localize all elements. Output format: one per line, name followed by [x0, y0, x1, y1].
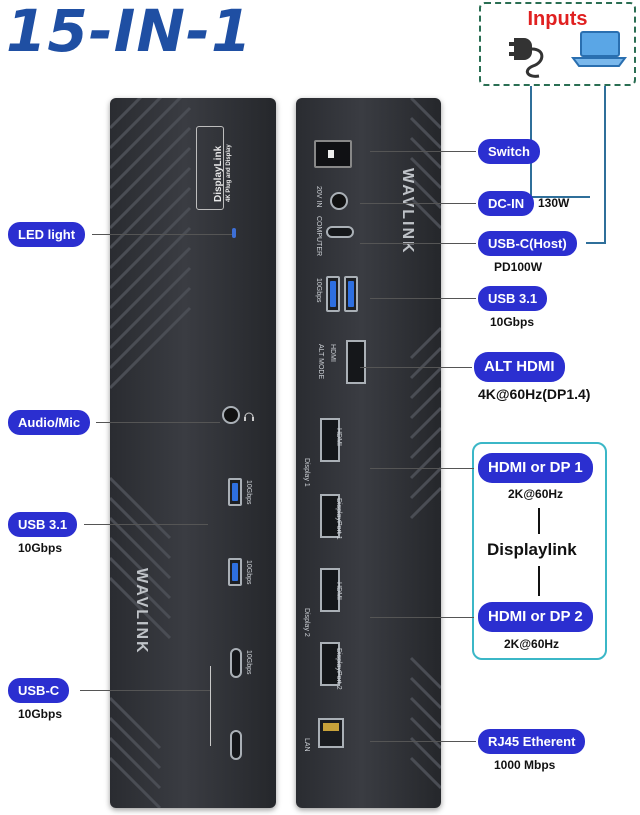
usb-c-host-line	[360, 243, 476, 244]
headset-icon	[244, 412, 254, 421]
hdmi-dp1-resolution: 2K@60Hz	[508, 487, 564, 501]
usb-c-front-line	[80, 690, 210, 691]
displayport-1[interactable]	[320, 494, 340, 538]
alt-hdmi-port[interactable]	[346, 340, 366, 384]
usb-c-host-port[interactable]	[326, 226, 354, 238]
usb-c-bracket	[210, 666, 211, 746]
displayport-2[interactable]	[320, 642, 340, 686]
displaylink-group	[472, 442, 607, 660]
power-plug-icon	[509, 38, 544, 78]
usb-a-rear-port-2[interactable]	[344, 276, 358, 312]
inputs-panel: Inputs	[479, 2, 636, 86]
alt-hdmi-resolution: 4K@60Hz(DP1.4)	[478, 386, 591, 402]
usb31-front-pill: USB 3.1	[8, 512, 78, 537]
usb31-front-line	[84, 524, 208, 525]
dc-in-label: 20V IN	[315, 186, 322, 208]
alt-mode-label: ALT MODE	[317, 344, 324, 380]
displaylink-connector-top	[538, 508, 540, 534]
audio-mic-pill: Audio/Mic	[8, 410, 91, 435]
dc-in-jack[interactable]	[330, 192, 348, 210]
computer-label: COMPUTER	[315, 216, 322, 257]
usb-rear-speed: 10Gbps	[315, 278, 322, 303]
hdmi-port-1[interactable]	[320, 418, 340, 462]
alt-hdmi-pill: ALT HDMI	[474, 352, 565, 382]
led-light-line	[92, 234, 232, 235]
usb-a-rear-port-1[interactable]	[326, 276, 340, 312]
power-wire-h	[530, 196, 590, 198]
laptop-icon	[571, 31, 627, 67]
led-light-pill: LED light	[8, 222, 86, 247]
usb31-front-speed: 10Gbps	[18, 541, 63, 555]
rj45-port[interactable]	[318, 718, 344, 748]
led-indicator	[232, 228, 236, 238]
usb-a-port-1-speed: 10Gbps	[245, 480, 252, 505]
displaylink-brand-text: DisplayLink	[213, 145, 224, 202]
dock-rear-panel: 20V IN COMPUTER 10Gbps WAVLINK HDMI ALT …	[296, 98, 441, 808]
switch-line	[370, 151, 476, 152]
display-1-label: Display 1	[303, 458, 310, 487]
hdmi-dp1-line	[370, 468, 474, 469]
dock-front-panel: DisplayLink 4K Plug and Display 10Gbps 1…	[110, 98, 276, 808]
inputs-title: Inputs	[527, 8, 588, 30]
hdmi-dp2-resolution: 2K@60Hz	[504, 637, 560, 651]
switch-pill: Switch	[478, 139, 540, 164]
usb-c-port-1[interactable]	[230, 648, 242, 678]
displaylink-connector-bottom	[538, 566, 540, 596]
brand-logo-front: WAVLINK	[133, 568, 150, 655]
usb-c-front-speed: 10Gbps	[18, 707, 63, 721]
alt-hdmi-line	[360, 367, 472, 368]
displaylink-sub-text: 4K Plug and Display	[226, 144, 232, 202]
rj45-speed: 1000 Mbps	[494, 758, 556, 772]
lan-label: LAN	[303, 738, 310, 752]
displayport-2-label: DisplayPort 2	[335, 648, 342, 690]
laptop-wire	[604, 86, 606, 244]
usb-a-port-2-speed: 10Gbps	[245, 560, 252, 585]
usb-c-port-speed: 10Gbps	[245, 650, 252, 675]
hdmi-dp2-pill: HDMI or DP 2	[478, 602, 593, 632]
dc-in-pill: DC-IN	[478, 191, 535, 216]
usb-c-port-2[interactable]	[230, 730, 242, 760]
rj45-line	[370, 741, 476, 742]
power-switch[interactable]	[314, 140, 352, 168]
displayport-1-label: DisplayPort 1	[335, 498, 342, 540]
hdmi-dp2-line	[370, 617, 474, 618]
display-2-label: Display 2	[303, 608, 310, 637]
audio-jack[interactable]	[222, 406, 240, 424]
front-stripe-texture	[110, 98, 192, 808]
hdmi-port-2[interactable]	[320, 568, 340, 612]
brand-logo-rear: WAVLINK	[399, 168, 416, 255]
hdmi-alt-label: HDMI	[329, 344, 336, 362]
product-title: 15-IN-1	[6, 0, 253, 65]
displaylink-badge	[196, 126, 224, 210]
usb-a-port-2[interactable]	[228, 558, 242, 586]
usb31-rear-speed: 10Gbps	[490, 315, 535, 329]
dc-in-wattage: 130W	[538, 196, 570, 210]
usb-c-host-power: PD100W	[494, 260, 543, 274]
dc-in-line	[360, 203, 476, 204]
displaylink-label: Displaylink	[487, 540, 577, 559]
hdmi-1-label: HDMI	[335, 428, 342, 446]
usb31-rear-pill: USB 3.1	[478, 286, 548, 311]
laptop-wire-h	[586, 242, 606, 244]
audio-mic-line	[96, 422, 220, 423]
usb-c-front-pill: USB-C	[8, 678, 70, 703]
hdmi-dp1-pill: HDMI or DP 1	[478, 453, 593, 483]
usb31-rear-line	[370, 298, 476, 299]
usb-a-port-1[interactable]	[228, 478, 242, 506]
rj45-pill: RJ45 Etherent	[478, 729, 586, 754]
usb-c-host-pill: USB-C(Host)	[478, 231, 577, 256]
hdmi-2-label: HDMI	[335, 582, 342, 600]
